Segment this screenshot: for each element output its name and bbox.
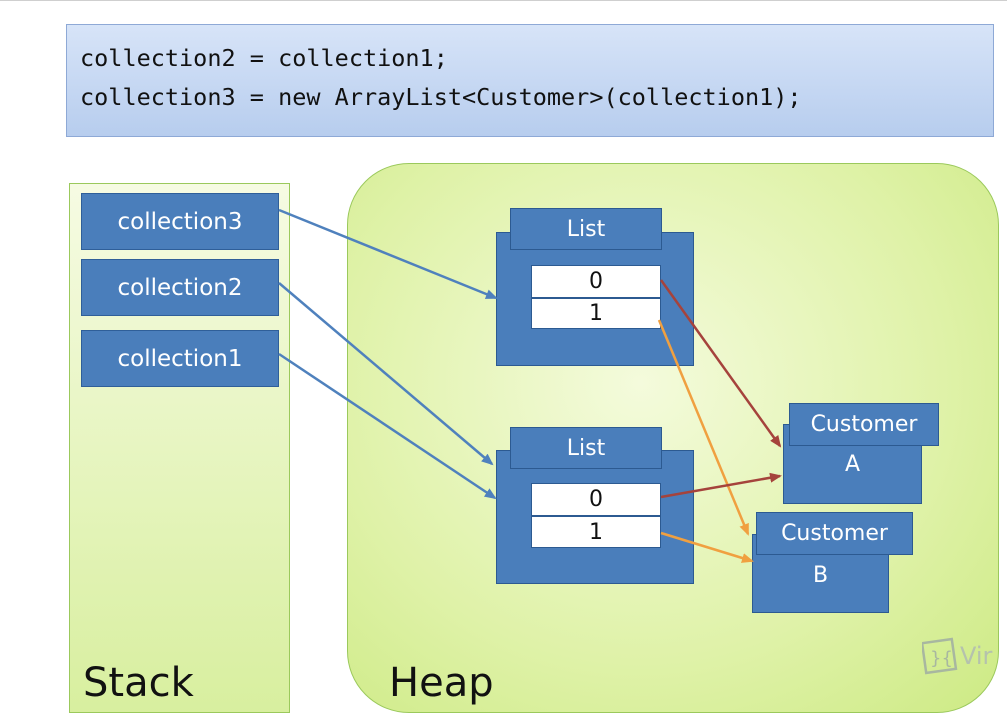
top-divider bbox=[0, 0, 1007, 1]
customer-a-title: Customer bbox=[789, 403, 939, 446]
svg-text:}{: }{ bbox=[930, 648, 953, 669]
list-2-slot-1: 1 bbox=[531, 516, 661, 548]
stack-var-collection1: collection1 bbox=[81, 330, 279, 387]
stack-var-collection2: collection2 bbox=[81, 259, 279, 316]
arrow-list2-slot0-to-customer-a bbox=[660, 472, 782, 499]
customer-b-title: Customer bbox=[756, 512, 913, 555]
stack-label: Stack bbox=[83, 660, 194, 706]
arrow-collection3-to-list1 bbox=[278, 208, 498, 300]
arrow-list1-slot1-to-customer-b bbox=[657, 319, 750, 536]
code-line-2: collection3 = new ArrayList<Customer>(co… bbox=[80, 83, 802, 111]
customer-b-name: B bbox=[812, 563, 829, 588]
arrow-list2-slot1-to-customer-b bbox=[660, 531, 754, 563]
arrow-list1-slot0-to-customer-a bbox=[659, 279, 782, 448]
list-2-title: List bbox=[510, 427, 662, 469]
arrow-collection1-to-list2 bbox=[278, 352, 497, 500]
stack-var-collection3: collection3 bbox=[81, 193, 279, 250]
braces-logo-icon: }{ bbox=[920, 637, 958, 675]
list-1-slot-0: 0 bbox=[531, 265, 661, 298]
heap-label: Heap bbox=[389, 660, 494, 706]
list-2-slot-0: 0 bbox=[531, 483, 661, 516]
arrow-collection2-to-list2 bbox=[278, 282, 494, 466]
list-1-slot-1: 1 bbox=[531, 298, 661, 329]
watermark-logo: }{ Vir bbox=[920, 637, 1007, 677]
watermark-text: Vir bbox=[960, 642, 993, 670]
code-snippet: collection2 = collection1; collection3 =… bbox=[66, 24, 994, 137]
code-line-1: collection2 = collection1; bbox=[80, 44, 448, 72]
list-1-title: List bbox=[510, 208, 662, 250]
customer-a-name: A bbox=[844, 452, 861, 477]
